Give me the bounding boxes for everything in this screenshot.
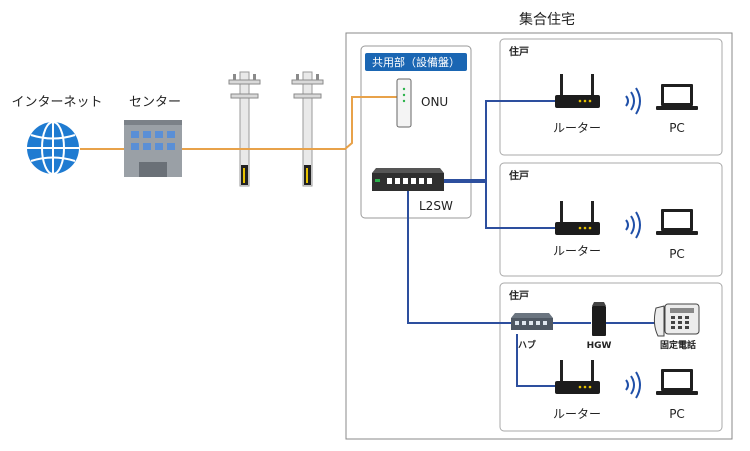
hgw-icon	[592, 302, 606, 336]
lan-line-unit2	[442, 181, 558, 229]
onu-label: ONU	[421, 95, 448, 109]
center-building-icon	[124, 120, 182, 177]
lan-line-hub-router	[516, 334, 558, 387]
phone-icon	[653, 303, 700, 337]
common-area-frame	[360, 45, 472, 219]
pc-label-3: PC	[669, 407, 685, 421]
router-label-3: ルーター	[553, 407, 601, 421]
internet-label: インターネット	[11, 95, 102, 110]
center-label: センター	[129, 95, 181, 110]
hub-icon	[511, 313, 553, 330]
pc-label-2: PC	[669, 247, 685, 261]
unit-label-2: 住戸	[509, 169, 529, 182]
wifi-icon	[625, 211, 641, 239]
common-area-badge	[365, 53, 467, 71]
lan-line-unit3	[407, 191, 513, 324]
laptop-icon	[656, 369, 698, 395]
phone-label: 固定電話	[660, 339, 696, 351]
hub-label: ハブ	[518, 339, 536, 351]
router-label-2: ルーター	[553, 244, 601, 258]
globe-icon	[27, 121, 79, 175]
pc-label-1: PC	[669, 121, 685, 135]
router-icon	[555, 201, 600, 235]
unit-label-3: 住戸	[509, 289, 529, 302]
building-frame	[345, 32, 733, 440]
laptop-icon	[656, 84, 698, 110]
laptop-icon	[656, 209, 698, 235]
building-title: 集合住宅	[519, 11, 575, 28]
unit-frame-3	[499, 282, 723, 432]
onu-icon	[396, 78, 412, 128]
router-icon	[555, 360, 600, 394]
hgw-label: HGW	[587, 341, 612, 351]
router-label-1: ルーター	[553, 121, 601, 135]
wifi-icon	[625, 87, 641, 115]
router-icon	[555, 74, 600, 108]
unit-label-1: 住戸	[509, 45, 529, 58]
utility-pole-icon	[228, 71, 261, 187]
unit-frame-1	[499, 38, 723, 156]
unit-frame-2	[499, 162, 723, 277]
wifi-icon	[625, 371, 641, 399]
common-area-label: 共用部（設備盤）	[372, 55, 460, 69]
lan-line-unit1	[442, 100, 558, 181]
utility-pole-icon	[291, 71, 324, 187]
l2sw-label: L2SW	[419, 199, 453, 213]
l2-switch-icon	[372, 168, 444, 191]
